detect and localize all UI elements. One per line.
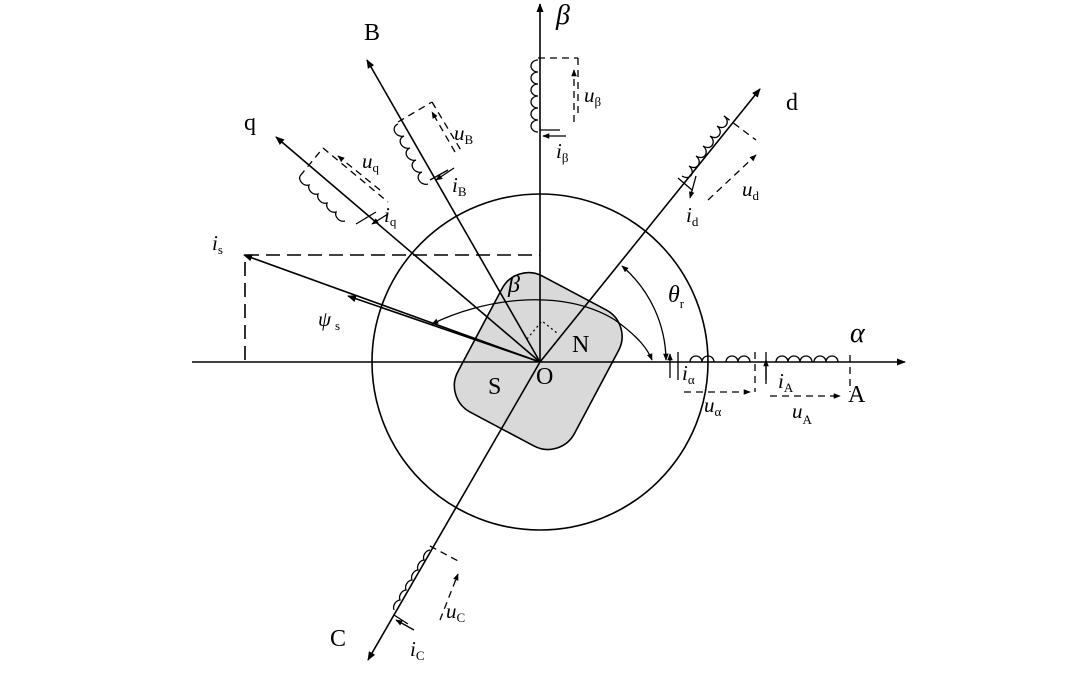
beta-winding-coil [530, 57, 579, 133]
i-c-label: iC [410, 637, 425, 663]
u-q-arrow [337, 155, 381, 191]
u-alpha-label: uα [704, 393, 722, 419]
c-winding-coil [392, 545, 461, 625]
u-c-arrow [439, 573, 459, 621]
origin-label: O [536, 364, 553, 390]
u-beta-label: uβ [584, 83, 602, 109]
u-c-label: uC [446, 599, 465, 625]
i-q-arrow [371, 213, 389, 225]
theta-r-label: θr [668, 282, 685, 311]
u-a-label: uA [792, 399, 813, 427]
theta-r-arc [621, 265, 669, 361]
u-q-label: uq [362, 149, 380, 175]
i-b-arrow [435, 167, 455, 181]
q-axis [275, 136, 541, 363]
alpha-winding-coil [677, 352, 756, 392]
i-alpha-label: iα [682, 361, 695, 387]
axis-label-c: C [330, 626, 346, 652]
axis-label-d: d [786, 90, 798, 116]
i-beta-label: iβ [556, 139, 569, 165]
i-d-arrow [688, 175, 697, 199]
beta-angle-label: β [507, 272, 520, 298]
b-axis [366, 59, 541, 363]
rotor-north-label: N [572, 332, 589, 358]
axis-label-q: q [244, 110, 256, 136]
axis-label-beta: β [555, 0, 570, 31]
i-b-label: iB [452, 173, 467, 199]
d-winding-coil [677, 115, 757, 191]
u-d-label: ud [742, 177, 760, 203]
u-b-label: uB [454, 121, 474, 147]
is-label: is [212, 231, 223, 257]
i-c-arrow [395, 619, 415, 631]
i-d-label: id [686, 203, 699, 229]
b-winding-coil [393, 101, 463, 185]
u-d-arrow [707, 154, 757, 201]
i-q-label: iq [384, 203, 397, 229]
axis-label-alpha: α [850, 318, 866, 349]
axis-label-b: B [364, 20, 380, 46]
right-angle-mark [526, 320, 558, 340]
i-a-label: iA [778, 369, 794, 395]
axis-label-a: A [848, 382, 866, 408]
u-b-arrow [431, 111, 456, 153]
beta-angle-arc [431, 299, 653, 361]
q-winding-coil [299, 147, 389, 225]
c-axis [367, 361, 541, 661]
is-projection [244, 254, 540, 360]
rotor-south-label: S [488, 374, 501, 400]
d-axis [539, 88, 761, 363]
